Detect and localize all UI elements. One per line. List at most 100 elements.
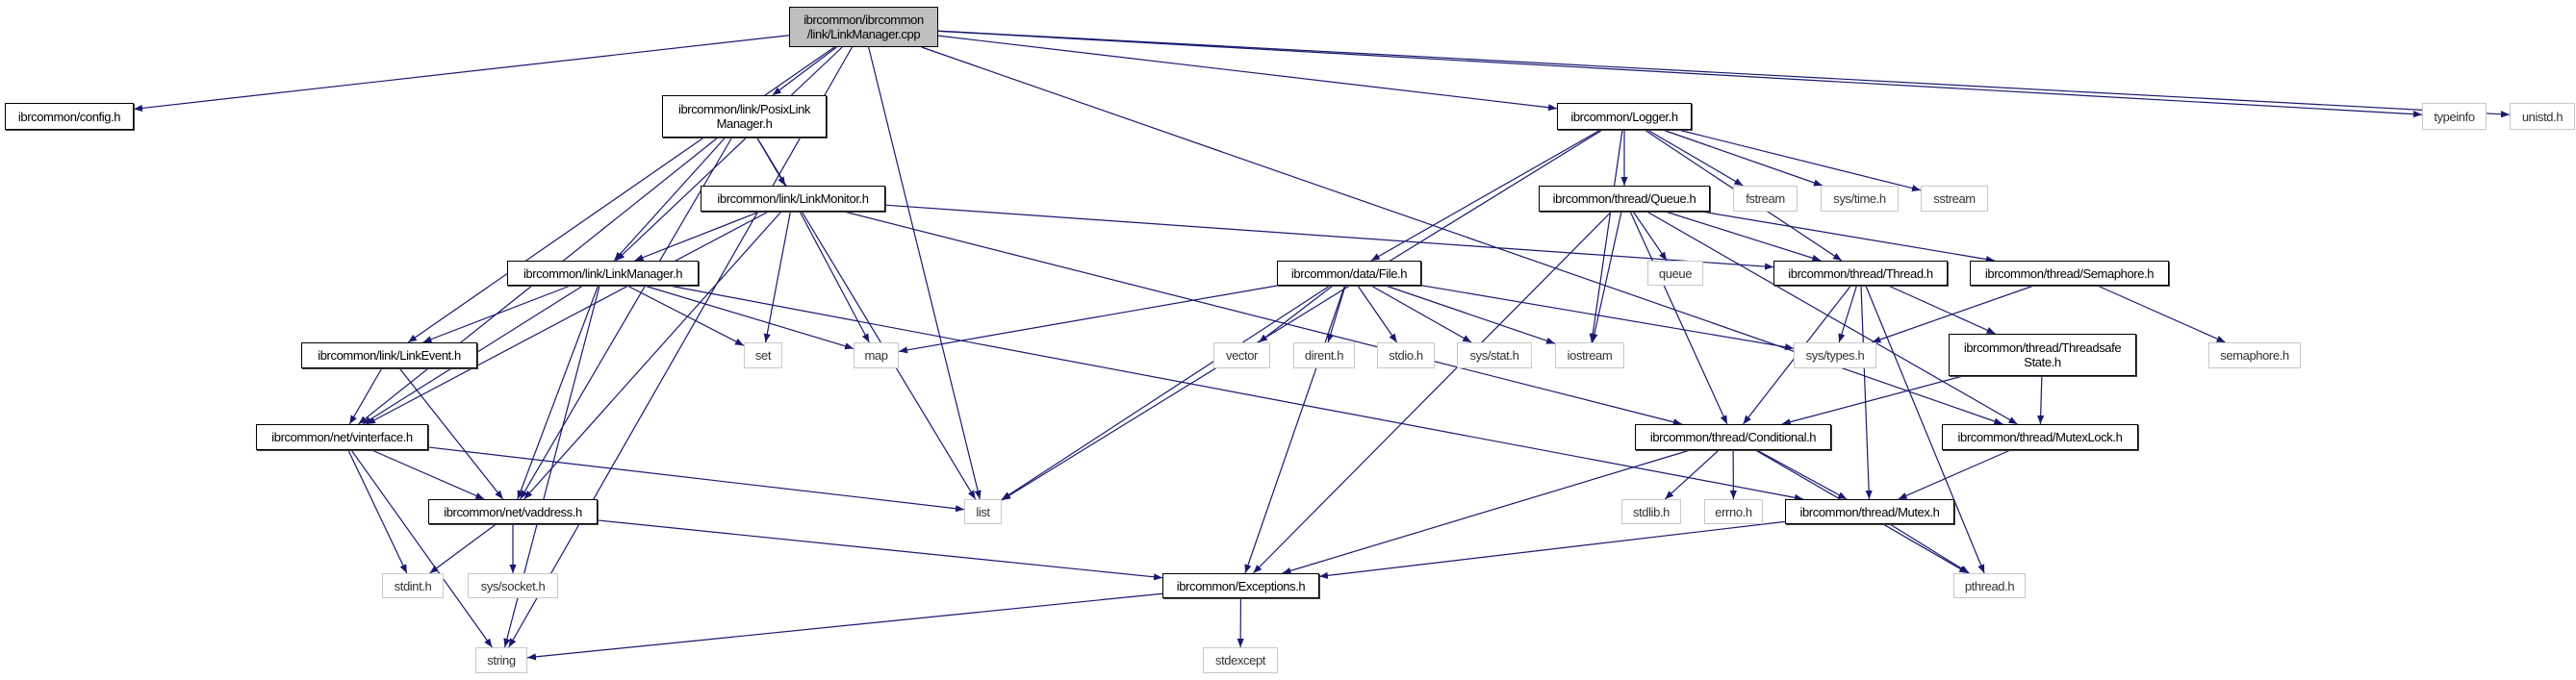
- node-label: sstream: [1933, 191, 1976, 206]
- node-main[interactable]: ibrcommon/ibrcommon /link/LinkManager.cp…: [789, 7, 938, 47]
- edge-monitor-to-lmh: [634, 211, 760, 262]
- node-typeinfo: typeinfo: [2422, 103, 2487, 130]
- edge-lmh-to-set: [626, 285, 745, 346]
- node-mlock[interactable]: ibrcommon/thread/MutexLock.h: [1942, 424, 2138, 450]
- node-tss[interactable]: ibrcommon/thread/Threadsafe State.h: [1949, 334, 2136, 376]
- node-cond[interactable]: ibrcommon/thread/Conditional.h: [1635, 424, 1831, 450]
- edge-file-to-stat: [1370, 285, 1472, 343]
- node-label: stdio.h: [1389, 348, 1423, 363]
- node-vector: vector: [1213, 342, 1270, 368]
- node-dirent: dirent.h: [1293, 342, 1355, 368]
- node-label: ibrcommon/thread/Threadsafe State.h: [1963, 340, 2122, 369]
- edge-tss-to-cond: [1781, 375, 1963, 426]
- node-label: ibrcommon/net/vinterface.h: [271, 430, 413, 444]
- edge-file-to-iostream: [1385, 285, 1556, 344]
- edge-main-to-list: [868, 46, 982, 500]
- node-vaddr[interactable]: ibrcommon/net/vaddress.h: [428, 499, 598, 524]
- edge-queueh-to-queue: [1632, 211, 1668, 262]
- edge-logger-to-iostream: [1589, 129, 1623, 343]
- node-thread[interactable]: ibrcommon/thread/Thread.h: [1773, 261, 1948, 286]
- edge-logger-to-list: [1001, 129, 1603, 501]
- node-label: typeinfo: [2434, 109, 2475, 124]
- node-stdexcept: stdexcept: [1203, 647, 1278, 673]
- node-monitor[interactable]: ibrcommon/link/LinkMonitor.h: [701, 186, 885, 212]
- edge-file-to-list: [1001, 285, 1331, 500]
- edge-posix-to-lmh: [613, 137, 727, 262]
- node-label: ibrcommon/link/LinkManager.h: [523, 265, 683, 281]
- edge-vif-to-list: [427, 446, 965, 513]
- node-label: ibrcommon/thread/Conditional.h: [1649, 430, 1817, 444]
- edge-logger-to-sstream: [1678, 129, 1922, 192]
- edge-queueh-to-cond: [1629, 211, 1728, 425]
- edge-thread-to-types: [1838, 285, 1858, 343]
- node-iostream: iostream: [1555, 342, 1624, 368]
- edge-tss-to-mlock: [2037, 375, 2045, 425]
- node-socket: sys/socket.h: [468, 573, 558, 598]
- node-unistd: unistd.h: [2510, 103, 2575, 130]
- edge-file-to-exc: [1244, 285, 1346, 574]
- edge-cond-to-exc: [1282, 449, 1691, 574]
- node-label: map: [864, 348, 888, 363]
- edge-logger-to-fstream: [1646, 129, 1744, 187]
- edge-sema-to-semaphore: [2097, 285, 2226, 343]
- edge-event-to-vaddr: [398, 367, 504, 500]
- edge-event-to-vif: [348, 367, 383, 425]
- node-label: ibrcommon/thread/Mutex.h: [1799, 504, 1940, 519]
- node-label: pthread.h: [1964, 578, 2015, 593]
- edge-monitor-to-vaddr: [523, 211, 782, 500]
- edge-posix-to-vaddr: [520, 137, 733, 500]
- node-label: ibrcommon/ibrcommon /link/LinkManager.cp…: [803, 13, 924, 41]
- node-label: semaphore.h: [2220, 348, 2289, 363]
- edge-main-to-unistd: [937, 30, 2511, 118]
- edge-monitor-to-map: [799, 211, 870, 343]
- edge-file-to-types: [1420, 285, 1795, 351]
- edge-main-to-typeinfo: [937, 30, 2423, 118]
- node-mutex[interactable]: ibrcommon/thread/Mutex.h: [1785, 499, 1954, 524]
- edge-lmh-to-event: [422, 285, 571, 343]
- node-logger[interactable]: ibrcommon/Logger.h: [1557, 103, 1692, 130]
- node-exc[interactable]: ibrcommon/Exceptions.h: [1162, 573, 1319, 598]
- edge-main-to-lmh: [615, 46, 843, 262]
- edge-lmh-to-vaddr: [517, 285, 599, 500]
- node-queueh[interactable]: ibrcommon/thread/Queue.h: [1539, 186, 1710, 212]
- edge-file-to-stdio: [1357, 285, 1398, 343]
- edge-file-to-vector: [1258, 285, 1334, 343]
- edge-monitor-to-vif: [366, 211, 769, 425]
- edge-sema-to-types: [1872, 285, 2034, 343]
- edge-mutex-to-exc: [1318, 520, 1786, 579]
- node-label: errno.h: [1715, 504, 1752, 519]
- node-config[interactable]: ibrcommon/config.h: [5, 103, 134, 130]
- edge-vif-to-stdint: [347, 449, 408, 574]
- node-queue: queue: [1647, 261, 1703, 286]
- node-file[interactable]: ibrcommon/data/File.h: [1277, 261, 1421, 286]
- node-label: queue: [1658, 265, 1693, 281]
- edge-main-to-config: [133, 35, 790, 113]
- edge-vaddr-to-stdint: [429, 523, 497, 574]
- node-errno: errno.h: [1704, 499, 1763, 524]
- node-vif[interactable]: ibrcommon/net/vinterface.h: [256, 424, 428, 450]
- edge-logger-to-time: [1662, 129, 1824, 187]
- node-event[interactable]: ibrcommon/link/LinkEvent.h: [301, 342, 477, 368]
- node-time: sys/time.h: [1821, 186, 1899, 212]
- node-string: string: [475, 647, 527, 673]
- edge-cond-to-mutex: [1756, 449, 1848, 500]
- node-label: string: [487, 653, 516, 667]
- node-label: unistd.h: [2521, 109, 2563, 124]
- node-posix[interactable]: ibrcommon/link/PosixLink Manager.h: [662, 95, 827, 138]
- node-sema[interactable]: ibrcommon/thread/Semaphore.h: [1970, 261, 2169, 286]
- node-stat: sys/stat.h: [1457, 342, 1532, 368]
- node-label: ibrcommon/thread/Semaphore.h: [1984, 265, 2155, 281]
- node-label: vector: [1225, 348, 1258, 363]
- edge-thread-to-pthread: [1865, 285, 1985, 574]
- edge-monitor-to-set: [763, 211, 792, 343]
- edge-queueh-to-sema: [1701, 211, 1996, 264]
- node-lmh[interactable]: ibrcommon/link/LinkManager.h: [507, 261, 699, 286]
- node-label: set: [754, 348, 772, 363]
- edge-vaddr-to-exc: [597, 519, 1163, 581]
- node-label: ibrcommon/link/LinkMonitor.h: [717, 191, 869, 206]
- node-label: ibrcommon/thread/MutexLock.h: [1957, 430, 2123, 444]
- node-label: fstream: [1746, 191, 1785, 206]
- edge-mutex-to-pthread: [1889, 523, 1970, 574]
- edge-cond-to-stdlib: [1664, 449, 1720, 500]
- node-set: set: [744, 342, 782, 368]
